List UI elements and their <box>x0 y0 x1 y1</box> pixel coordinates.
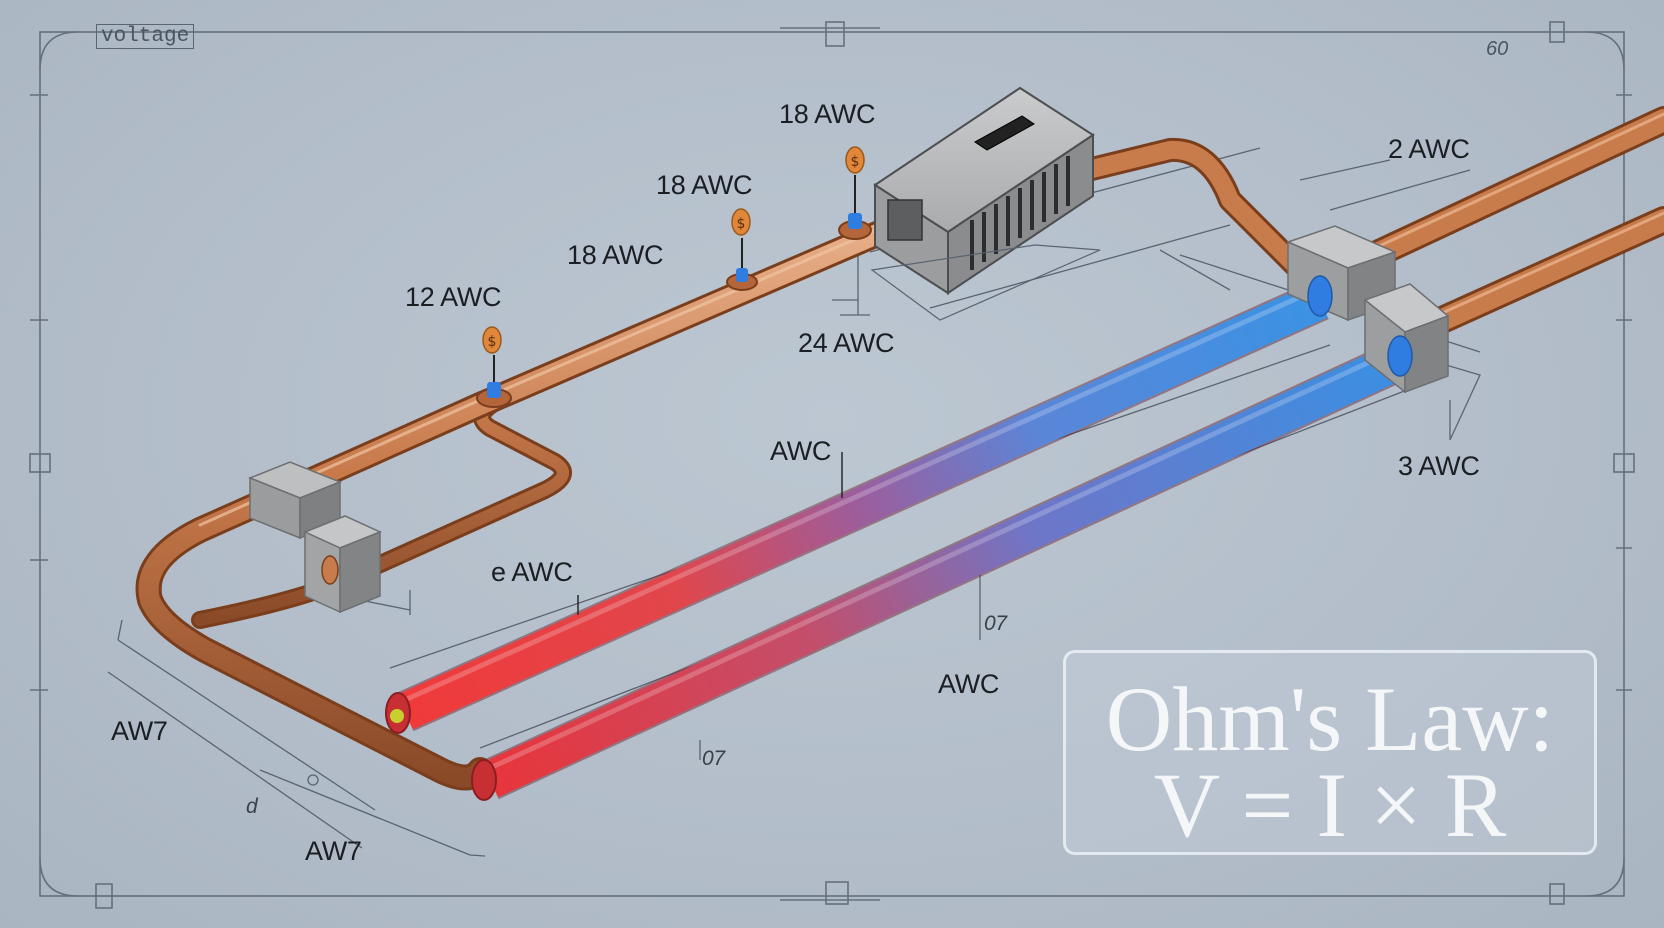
label-e-awc: e AWC <box>491 557 573 587</box>
svg-text:$: $ <box>737 216 746 232</box>
terminal-screws: $ $ $ <box>476 146 872 408</box>
label-12awc: 12 AWC <box>405 282 502 312</box>
label-aw7-bottom: AW7 <box>305 836 362 866</box>
control-box <box>870 86 1101 321</box>
svg-text:$: $ <box>851 154 860 170</box>
screw-18awc-left: $ <box>726 208 758 291</box>
sheet-number: 60 <box>1486 38 1509 60</box>
dimension-d-left: d <box>246 795 258 818</box>
label-18awc-mid: 18 AWC <box>656 170 753 200</box>
drawing-stamp: voltage <box>96 24 195 49</box>
label-aw7-left: AW7 <box>111 716 168 746</box>
insulated-wires <box>385 280 1409 801</box>
dimension-07-bottom: 07 <box>702 747 725 770</box>
dimension-07-right: 07 <box>984 612 1007 635</box>
label-24awc: 24 AWC <box>798 328 895 358</box>
screw-12awc: $ <box>476 326 512 408</box>
formula-title: Ohm's Law: <box>1105 668 1555 770</box>
label-3awc: 3 AWC <box>1398 451 1480 481</box>
label-18awc-left: 18 AWC <box>567 240 664 270</box>
screw-18awc-top: $ <box>838 146 872 240</box>
clamp-right <box>1285 225 1450 394</box>
formula-equation: V = I × R <box>1153 754 1507 856</box>
clamp-left <box>247 461 382 614</box>
formula-panel: Ohm's Law: V = I × R <box>1063 650 1597 855</box>
label-awc-center: AWC <box>770 436 832 466</box>
label-18awc-top: 18 AWC <box>779 99 876 129</box>
svg-text:$: $ <box>488 334 497 350</box>
box-vents <box>970 156 1070 270</box>
drawing-border <box>29 21 1635 909</box>
label-2awc: 2 AWC <box>1388 134 1470 164</box>
label-awc-lower: AWC <box>938 669 1000 699</box>
clamp-blocks <box>247 225 1450 614</box>
